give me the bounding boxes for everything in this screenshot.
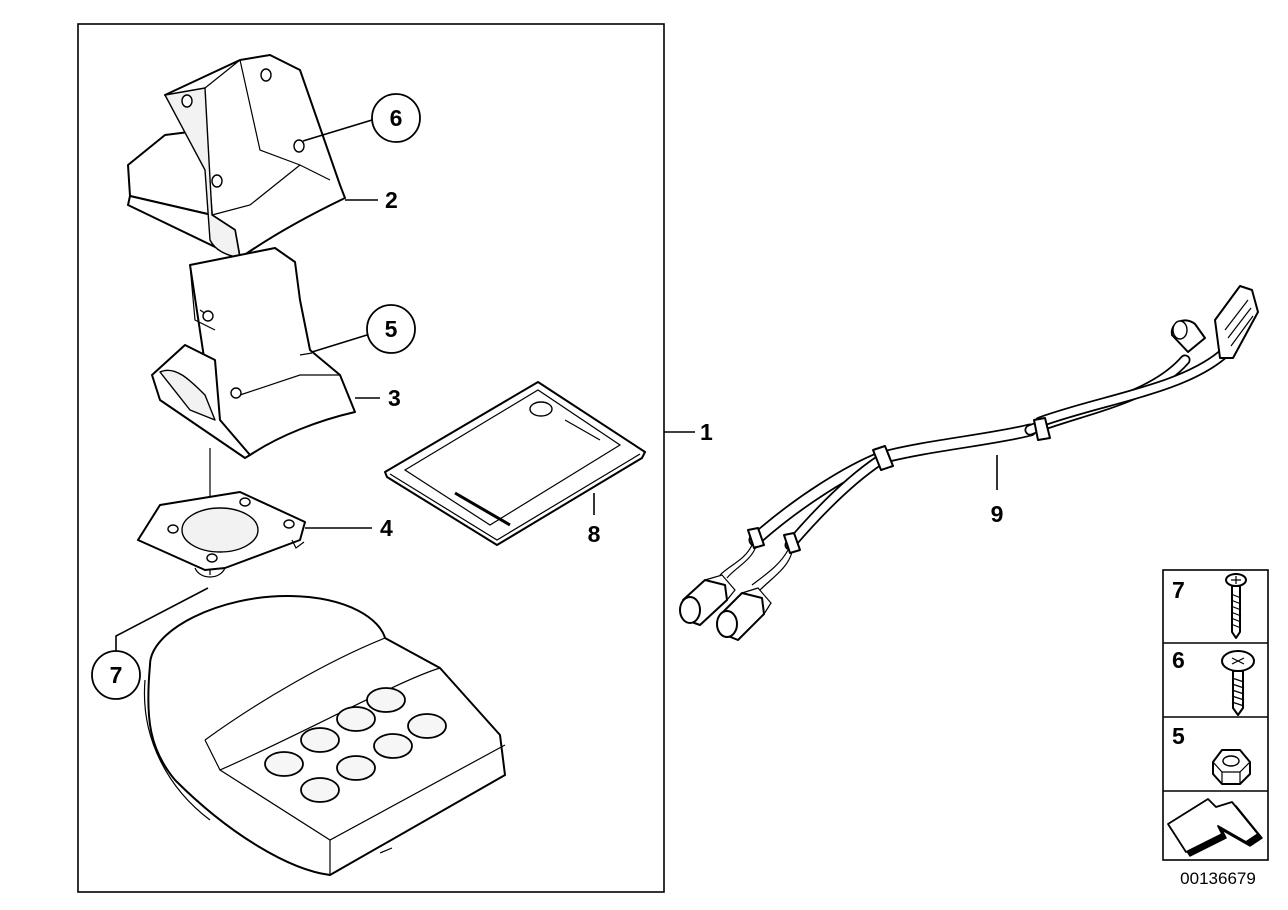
callout-9: 9 (991, 501, 1004, 527)
long-screw-icon (1225, 573, 1247, 639)
callout-7-circle (91, 650, 141, 700)
legend-number-7: 7 (1172, 577, 1185, 603)
part-cable-harness[interactable] (679, 285, 1259, 641)
callout-5: 5 (385, 316, 398, 342)
callout-8: 8 (588, 521, 601, 547)
callout-3: 3 (388, 385, 401, 411)
callout-1: 1 (700, 419, 713, 445)
callout-6-circle (371, 93, 421, 143)
short-screw-icon (1221, 650, 1255, 716)
legend-number-6: 6 (1172, 647, 1185, 673)
direction-arrow-icon (1167, 798, 1263, 857)
hex-nut-icon (1212, 749, 1251, 785)
legend-number-5: 5 (1172, 723, 1185, 749)
part-cradle-plate[interactable] (151, 247, 356, 459)
callout-6: 6 (390, 105, 403, 131)
callout-4: 4 (380, 515, 393, 541)
part-manual[interactable] (384, 381, 646, 546)
callout-2: 2 (385, 187, 398, 213)
part-holder-bracket[interactable] (127, 54, 346, 259)
small-parts-legend: 7 6 5 (1162, 569, 1269, 861)
document-id: 00136679 (1180, 869, 1256, 888)
callout-5-circle (366, 304, 416, 354)
part-keypad-base[interactable] (143, 594, 506, 876)
callout-7: 7 (110, 662, 123, 688)
assembly-frame (77, 23, 665, 893)
part-gasket[interactable] (137, 491, 306, 578)
